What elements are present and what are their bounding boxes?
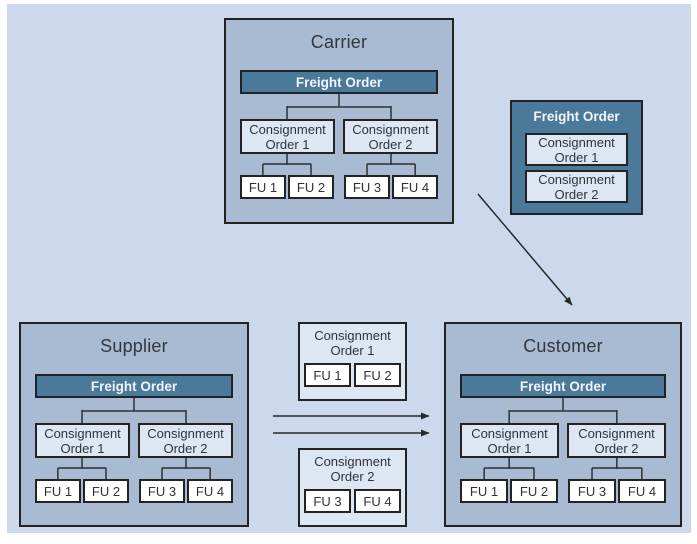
diagram-canvas: Carrier Freight Order Consignment Order … xyxy=(7,4,691,533)
freight-unit-box: FU 1 xyxy=(304,363,351,387)
freight-unit-box: FU 3 xyxy=(304,489,351,513)
transfer-consignment-order-2: Consignment Order 2 FU 3 FU 4 xyxy=(298,448,407,527)
consignment-order-box: Consignment Order 1 xyxy=(240,119,335,154)
freight-unit-row: FU 1 FU 2 FU 3 FU 4 xyxy=(460,479,666,503)
freight-unit-box: FU 3 xyxy=(139,479,185,503)
freight-unit-box: FU 4 xyxy=(618,479,666,503)
consignment-row: Consignment Order 1 Consignment Order 2 xyxy=(35,423,233,458)
carrier-panel: Carrier Freight Order Consignment Order … xyxy=(224,18,454,224)
freight-unit-box: FU 4 xyxy=(354,489,401,513)
freight-unit-row: FU 3 FU 4 xyxy=(304,489,401,513)
consignment-order-box: Consignment Order 2 xyxy=(343,119,438,154)
freight-unit-row: FU 1 FU 2 xyxy=(304,363,401,387)
freight-unit-box: FU 4 xyxy=(187,479,233,503)
consignment-order-title: Consignment Order 1 xyxy=(314,328,391,358)
standalone-freight-order-box: Freight Order Consignment Order 1 Consig… xyxy=(510,100,643,215)
consignment-order-box: Consignment Order 1 xyxy=(35,423,130,458)
transfer-consignment-order-1: Consignment Order 1 FU 1 FU 2 xyxy=(298,322,407,401)
supplier-panel: Supplier Freight Order Consignment Order… xyxy=(19,322,249,527)
panel-title: Customer xyxy=(523,336,603,356)
consignment-order-box: Consignment Order 1 xyxy=(525,133,628,166)
freight-unit-box: FU 2 xyxy=(510,479,558,503)
panel-title: Supplier xyxy=(100,336,168,356)
freight-order-bar: Freight Order xyxy=(240,70,438,94)
consignment-order-box: Consignment Order 2 xyxy=(138,423,233,458)
freight-unit-row: FU 1 FU 2 FU 3 FU 4 xyxy=(35,479,233,503)
freight-order-bar: Freight Order xyxy=(35,374,233,398)
customer-panel: Customer Freight Order Consignment Order… xyxy=(444,322,682,527)
freight-unit-box: FU 2 xyxy=(354,363,401,387)
freight-unit-box: FU 1 xyxy=(460,479,508,503)
consignment-row: Consignment Order 1 Consignment Order 2 xyxy=(240,119,438,154)
consignment-order-box: Consignment Order 2 xyxy=(567,423,666,458)
consignment-order-box: Consignment Order 1 xyxy=(460,423,559,458)
consignment-order-title: Consignment Order 2 xyxy=(314,454,391,484)
freight-unit-box: FU 2 xyxy=(83,479,129,503)
freight-order-bar: Freight Order xyxy=(460,374,666,398)
freight-unit-box: FU 3 xyxy=(568,479,616,503)
panel-title: Carrier xyxy=(310,32,368,52)
freight-unit-box: FU 2 xyxy=(288,175,334,199)
freight-unit-box: FU 1 xyxy=(35,479,81,503)
freight-unit-box: FU 3 xyxy=(344,175,390,199)
freight-unit-box: FU 4 xyxy=(392,175,438,199)
consignment-order-box: Consignment Order 2 xyxy=(525,170,628,203)
consignment-row: Consignment Order 1 Consignment Order 2 xyxy=(460,423,666,458)
freight-order-title: Freight Order xyxy=(533,109,620,124)
freight-unit-box: FU 1 xyxy=(240,175,286,199)
freight-unit-row: FU 1 FU 2 FU 3 FU 4 xyxy=(240,175,438,199)
